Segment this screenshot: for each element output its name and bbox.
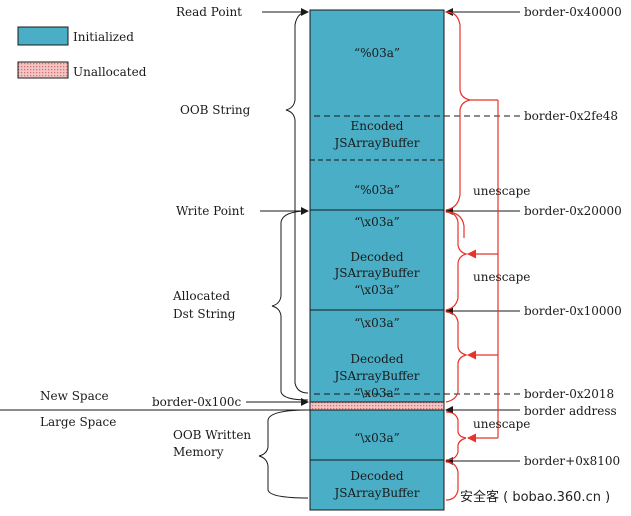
cell-text: JSArrayBuffer bbox=[332, 136, 419, 150]
brace-oob-written bbox=[258, 409, 309, 499]
red-brace-source-1 bbox=[445, 11, 471, 211]
red-brace-dest-2 bbox=[445, 311, 469, 403]
label-unescape-1: unescape bbox=[473, 184, 530, 198]
label-unescape-3: unescape bbox=[473, 417, 530, 431]
label-memory: Memory bbox=[173, 445, 224, 459]
memory-column-initialized bbox=[309, 9, 445, 403]
brace-oob-string bbox=[285, 11, 309, 394]
cell-text: JSArrayBuffer bbox=[332, 266, 419, 280]
label-dst-string: Dst String bbox=[173, 307, 236, 321]
red-brace-bottom bbox=[445, 461, 459, 501]
label-large-space: Large Space bbox=[40, 415, 116, 429]
label-write-point: Write Point bbox=[176, 204, 244, 218]
red-brace-dest-3 bbox=[445, 411, 467, 461]
cell-text: “\x03a” bbox=[354, 215, 400, 229]
label-border-40000: border-0x40000 bbox=[524, 5, 622, 19]
label-oob-string: OOB String bbox=[180, 103, 251, 117]
red-brace-dest-1 bbox=[445, 211, 469, 311]
cell-text: Decoded bbox=[350, 469, 403, 483]
cell-text: Encoded bbox=[351, 119, 404, 133]
legend-unallocated-swatch bbox=[17, 61, 69, 79]
label-border-address: border address bbox=[524, 404, 617, 418]
legend-unallocated-label: Unallocated bbox=[73, 65, 147, 79]
cell-text: JSArrayBuffer bbox=[332, 369, 419, 383]
watermark: 安全客 ( bobao.360.cn ) bbox=[460, 489, 610, 505]
legend-initialized-label: Initialized bbox=[73, 30, 134, 44]
legend-initialized-swatch bbox=[17, 26, 69, 46]
cell-text: “%03a” bbox=[354, 46, 400, 60]
cell-text: Decoded bbox=[350, 250, 403, 264]
label-border-0x100c: border-0x100c bbox=[152, 395, 242, 409]
label-border-10000: border-0x10000 bbox=[524, 304, 622, 318]
label-border-2018: border-0x2018 bbox=[524, 387, 614, 401]
label-unescape-2: unescape bbox=[473, 270, 530, 284]
label-new-space: New Space bbox=[40, 389, 109, 403]
cell-text: “\x03a” bbox=[354, 386, 400, 400]
label-border-2fe48: border-0x2fe48 bbox=[524, 109, 618, 123]
cell-text: Decoded bbox=[350, 352, 403, 366]
cell-text: “%03a” bbox=[354, 183, 400, 197]
label-allocated: Allocated bbox=[172, 289, 230, 303]
memory-unallocated-strip bbox=[309, 401, 445, 411]
cell-text: “\x03a” bbox=[354, 431, 400, 445]
label-border-8100: border+0x8100 bbox=[524, 454, 620, 468]
label-read-point: Read Point bbox=[176, 5, 242, 19]
label-border-20000: border-0x20000 bbox=[524, 204, 622, 218]
cell-text: JSArrayBuffer bbox=[332, 486, 419, 500]
red-brace-source-2 bbox=[445, 211, 465, 238]
brace-allocated-dst bbox=[271, 210, 309, 401]
label-oob-written: OOB Written bbox=[173, 428, 251, 442]
cell-text: “\x03a” bbox=[354, 283, 400, 297]
cell-text: “\x03a” bbox=[354, 316, 400, 330]
